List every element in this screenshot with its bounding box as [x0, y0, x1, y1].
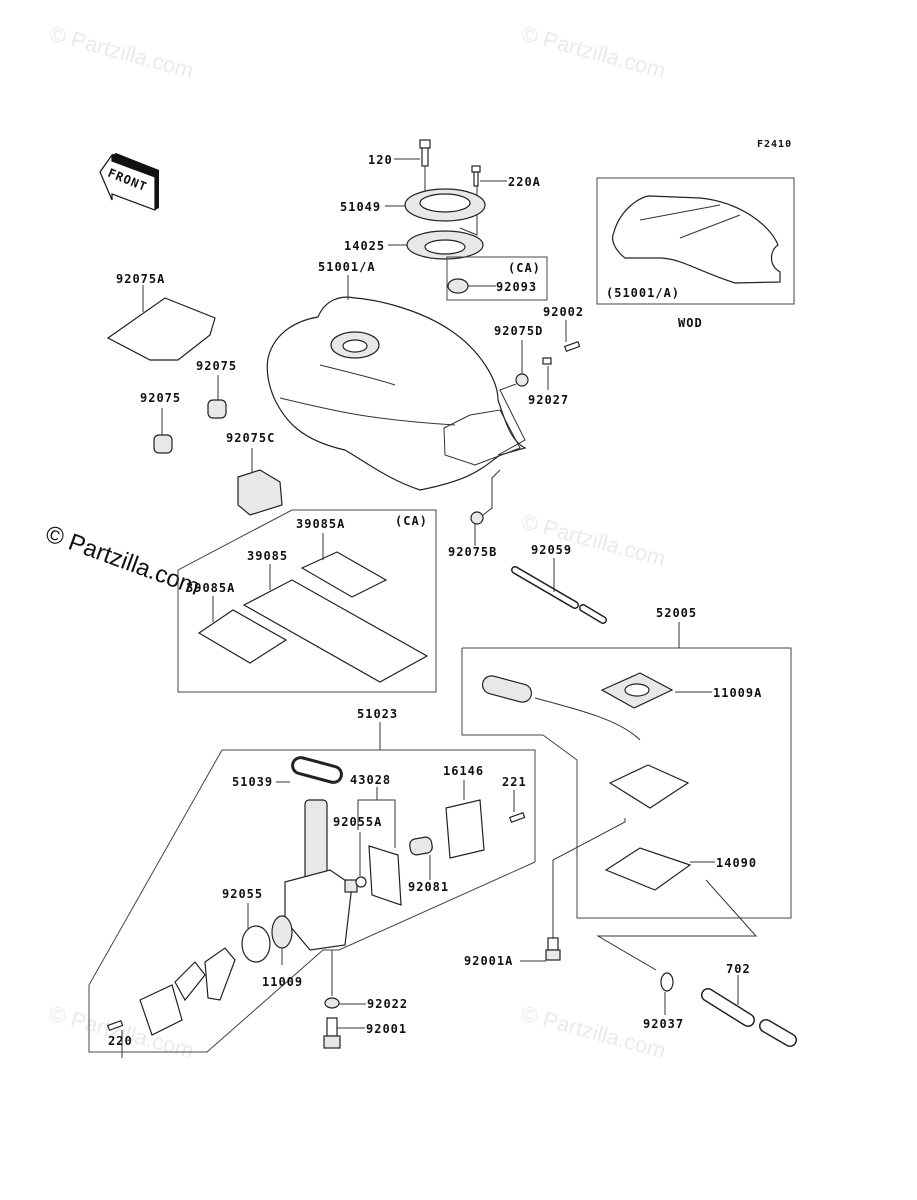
callout-11009A: 11009A [713, 686, 762, 700]
callout-92037: 92037 [643, 1017, 684, 1031]
callout-92081: 92081 [408, 880, 449, 894]
collar-92075B: 92075B [448, 469, 501, 559]
callout-92055: 92055 [222, 887, 263, 901]
callout-39085: 39085 [247, 549, 288, 563]
callout-92093: 92093 [496, 280, 537, 294]
callout-92075A: 92075A [116, 272, 165, 286]
callout-43028: 43028 [350, 773, 391, 787]
rubber-92075C: 92075C [226, 431, 283, 516]
gasket-14025: 14025 [344, 230, 484, 260]
callout-14090: 14090 [716, 856, 757, 870]
callout-14025: 14025 [344, 239, 385, 253]
ca-note: (CA) [395, 514, 428, 528]
watermark-dark: © Partzilla.com [42, 520, 203, 601]
clip-92037: 92037 [596, 879, 758, 1031]
watermark: © Partzilla.com [47, 21, 197, 84]
front-arrow-icon: FRONT [99, 153, 159, 211]
rubber-92075-a: 92075 [196, 359, 237, 419]
hose-702: 702 [701, 962, 797, 1047]
inset-part-ref: (51001/A) [606, 286, 680, 300]
ca-box-39085: (CA) 39085A 39085 39085A [177, 509, 437, 693]
callout-51001A: 51001/A [318, 260, 376, 274]
callout-39085A: 39085A [186, 581, 235, 595]
callout-51023: 51023 [357, 707, 398, 721]
rubber-92075-b: 92075 [140, 391, 181, 454]
callout-92002: 92002 [543, 305, 584, 319]
callout-120: 120 [368, 153, 393, 167]
inset-caption: WOD [678, 316, 703, 330]
callout-220: 220 [108, 1034, 133, 1048]
ca-box-92093: (CA) 92093 [446, 256, 548, 301]
plate-92075A: 92075A [106, 272, 216, 361]
callout-92075C: 92075C [226, 431, 275, 445]
fuel-cock-51023: 51023 51039 43028 92055A 92081 16146 221… [88, 707, 536, 1058]
callout-92001: 92001 [366, 1022, 407, 1036]
callout-92059: 92059 [531, 543, 572, 557]
callout-39085A: 39085A [296, 517, 345, 531]
callout-220A: 220A [508, 175, 541, 189]
watermark: © Partzilla.com [519, 509, 669, 572]
callout-92022: 92022 [367, 997, 408, 1011]
callout-702: 702 [726, 962, 751, 976]
fuel-tank-51001A: 51001/A [266, 260, 527, 491]
fuel-gauge-52005: 52005 11009A 14090 [461, 606, 792, 919]
callout-51039: 51039 [232, 775, 273, 789]
callout-11009: 11009 [262, 975, 303, 989]
collar-92027: 92027 [528, 357, 569, 407]
callout-92075: 92075 [140, 391, 181, 405]
ca-note: (CA) [508, 261, 541, 275]
watermark: © Partzilla.com [519, 21, 669, 84]
figure-code: F2410 [757, 139, 792, 150]
callout-51049: 51049 [340, 200, 381, 214]
bolt-120: 120 [368, 139, 431, 192]
callout-92075: 92075 [196, 359, 237, 373]
callout-16146: 16146 [443, 764, 484, 778]
callout-52005: 52005 [656, 606, 697, 620]
bolt-92002: 92002 [543, 305, 584, 352]
hose-92059: 92059 [511, 543, 607, 624]
inset-wod: (51001/A) WOD [596, 177, 795, 330]
fuel-cap-51049: 51049 [340, 188, 486, 222]
callout-221: 221 [502, 775, 527, 789]
callout-92027: 92027 [528, 393, 569, 407]
callout-92055A: 92055A [333, 815, 382, 829]
callout-92075D: 92075D [494, 324, 543, 338]
collar-92075D: 92075D [494, 324, 543, 456]
bolt-92001A: 92001A [464, 818, 626, 968]
watermark: © Partzilla.com [519, 1001, 669, 1064]
callout-92001A: 92001A [464, 954, 513, 968]
callout-92075B: 92075B [448, 545, 497, 559]
